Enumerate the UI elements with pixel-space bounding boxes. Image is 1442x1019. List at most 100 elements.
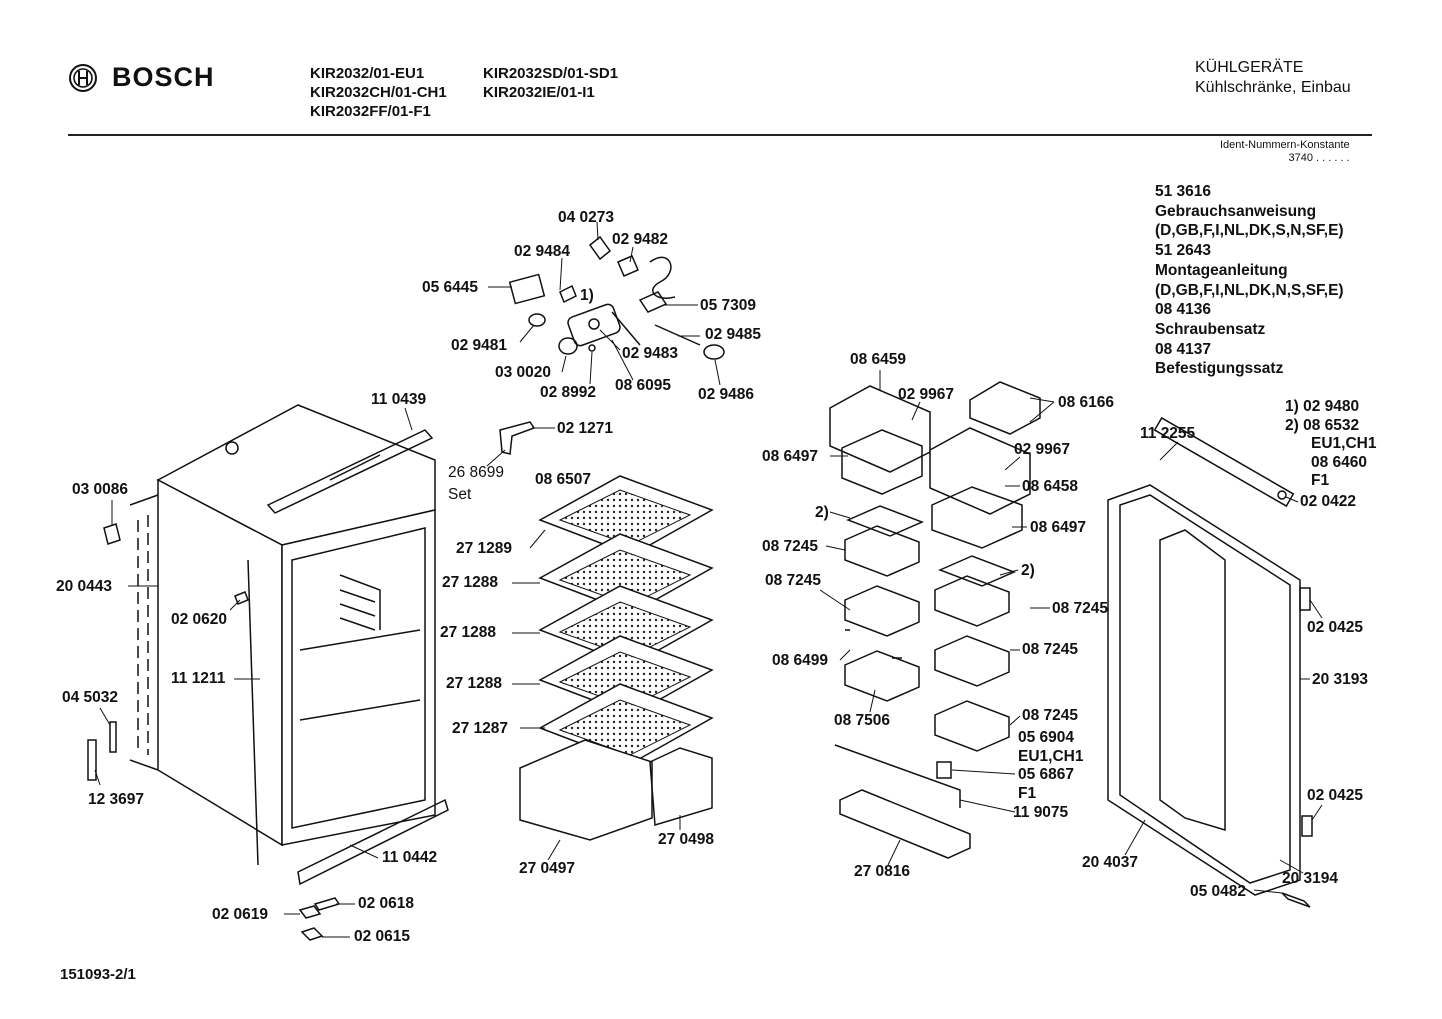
part-label: 02 9483 bbox=[622, 345, 679, 362]
part-label: 08 7245 bbox=[1022, 641, 1079, 658]
part-label: 02 9482 bbox=[612, 231, 669, 248]
clip-part bbox=[103, 523, 121, 545]
category-block: KÜHLGERÄTE Kühlschränke, Einbau bbox=[1195, 58, 1351, 98]
part-label: 11 0439 bbox=[371, 391, 427, 408]
part-label: 02 0618 bbox=[358, 895, 415, 912]
part-label: 08 6499 bbox=[772, 652, 829, 669]
bosch-logo-icon bbox=[69, 63, 97, 92]
doc-number: 08 4137 bbox=[1155, 340, 1212, 358]
part-label: 27 1288 bbox=[442, 574, 499, 591]
part-label: 02 0615 bbox=[354, 928, 411, 945]
doc-langs: (D,GB,F,I,NL,DK,N,S,SF,E) bbox=[1155, 281, 1344, 299]
top-rail bbox=[266, 429, 434, 514]
part-label: 05 7309 bbox=[700, 297, 757, 314]
part-label: 08 6459 bbox=[850, 351, 907, 368]
part-label: 02 0422 bbox=[1300, 493, 1357, 510]
part-label: 27 1288 bbox=[440, 624, 497, 641]
footnote: 08 6460 bbox=[1311, 453, 1368, 471]
doc-langs: (D,GB,F,I,NL,DK,S,N,SF,E) bbox=[1155, 222, 1344, 240]
model-number: KIR2032/01-EU1 bbox=[310, 65, 425, 82]
part-label: 1) bbox=[580, 287, 594, 304]
header-divider bbox=[68, 134, 1372, 136]
footnotes: 1) 02 9480 2) 08 6532 EU1,CH1 08 6460 F1 bbox=[1285, 398, 1376, 491]
part-label: 11 1211 bbox=[171, 670, 226, 687]
bottom-rail bbox=[297, 798, 449, 886]
part-label: 05 6445 bbox=[422, 279, 479, 296]
part-label: 02 9486 bbox=[698, 386, 755, 403]
part-label: EU1,CH1 bbox=[1018, 748, 1084, 765]
part-label: 08 6166 bbox=[1058, 394, 1115, 411]
part-label: 02 9967 bbox=[898, 386, 955, 403]
part-label: 27 1288 bbox=[446, 675, 503, 692]
model-list-2: KIR2032SD/01-SD1 KIR2032IE/01-I1 bbox=[483, 64, 618, 102]
door-bins bbox=[829, 381, 1041, 859]
part-label: 08 6458 bbox=[1022, 478, 1079, 495]
model-number: KIR2032IE/01-I1 bbox=[483, 84, 595, 101]
part-label: 05 6904 bbox=[1018, 729, 1075, 746]
small-bracket bbox=[234, 591, 249, 605]
part-label: 08 7245 bbox=[1052, 600, 1109, 617]
part-label: 08 6507 bbox=[535, 471, 592, 488]
model-number: KIR2032SD/01-SD1 bbox=[483, 65, 619, 82]
model-list-1: KIR2032/01-EU1 KIR2032CH/01-CH1 KIR2032F… bbox=[310, 64, 447, 121]
doc-title: Schraubensatz bbox=[1155, 320, 1266, 338]
model-number: KIR2032CH/01-CH1 bbox=[310, 84, 447, 101]
footnote: 2) 08 6532 bbox=[1285, 416, 1360, 434]
part-label: 02 0620 bbox=[171, 611, 228, 628]
doc-number: 51 2643 bbox=[1155, 242, 1212, 260]
ident-value: 3740 . . . . . . bbox=[1288, 152, 1350, 164]
part-label: 05 6867 bbox=[1018, 766, 1075, 783]
part-label: 04 0273 bbox=[558, 209, 615, 226]
part-label: 02 9967 bbox=[1014, 441, 1071, 458]
part-label: 08 7506 bbox=[834, 712, 891, 729]
part-label: 08 6497 bbox=[762, 448, 819, 465]
model-number: KIR2032FF/01-F1 bbox=[310, 103, 431, 120]
part-label: 12 3697 bbox=[88, 791, 145, 808]
ident-label: Ident-Nummern-Konstante bbox=[1220, 139, 1350, 151]
shelf-stack bbox=[538, 475, 714, 764]
part-label: 27 0498 bbox=[658, 831, 715, 848]
document-code: 151093-2/1 bbox=[60, 966, 136, 983]
brand-header: BOSCH bbox=[68, 62, 215, 93]
category-subtitle: Kühlschränke, Einbau bbox=[1195, 79, 1351, 96]
part-label: 04 5032 bbox=[62, 689, 119, 706]
part-label: 27 0497 bbox=[519, 860, 576, 877]
part-label: F1 bbox=[1018, 785, 1037, 802]
part-label: 02 9484 bbox=[514, 243, 571, 260]
part-label: 03 0086 bbox=[72, 481, 129, 498]
part-label: 20 4037 bbox=[1082, 854, 1139, 871]
part-label: 20 3193 bbox=[1312, 671, 1369, 688]
doc-number: 51 3616 bbox=[1155, 183, 1212, 200]
category-title: KÜHLGERÄTE bbox=[1195, 59, 1304, 76]
part-label: 02 1271 bbox=[557, 420, 614, 437]
sensor-part bbox=[87, 721, 117, 781]
part-label: 02 9485 bbox=[705, 326, 762, 343]
part-label: 11 0442 bbox=[382, 849, 438, 866]
part-label: 05 0482 bbox=[1190, 883, 1247, 900]
part-label: 20 3194 bbox=[1282, 870, 1339, 887]
doc-title: Montageanleitung bbox=[1155, 261, 1288, 279]
part-label: 27 1287 bbox=[452, 720, 509, 737]
hinge-set bbox=[298, 897, 341, 941]
hinge-part bbox=[499, 421, 536, 455]
part-label: 2) bbox=[1021, 562, 1035, 579]
part-label: 02 0425 bbox=[1307, 619, 1364, 636]
leader-lines bbox=[94, 221, 1323, 938]
door-panel bbox=[1107, 416, 1313, 908]
part-label: 02 9481 bbox=[451, 337, 508, 354]
part-label: 27 1289 bbox=[456, 540, 513, 557]
thermostat-cluster bbox=[508, 235, 725, 360]
part-label: 03 0020 bbox=[495, 364, 552, 381]
crisper-drawers bbox=[519, 739, 713, 841]
part-label: 26 8699 bbox=[448, 464, 505, 481]
part-label: 08 7245 bbox=[1022, 707, 1079, 724]
footnote: F1 bbox=[1311, 472, 1330, 489]
part-label: Set bbox=[448, 486, 472, 503]
doc-title: Gebrauchsanweisung bbox=[1155, 202, 1317, 220]
doc-number: 08 4136 bbox=[1155, 301, 1212, 319]
part-label: 02 0619 bbox=[212, 906, 269, 923]
part-label: 08 6095 bbox=[615, 377, 672, 394]
part-label: 20 0443 bbox=[56, 578, 113, 595]
doc-title: Befestigungssatz bbox=[1155, 360, 1284, 378]
